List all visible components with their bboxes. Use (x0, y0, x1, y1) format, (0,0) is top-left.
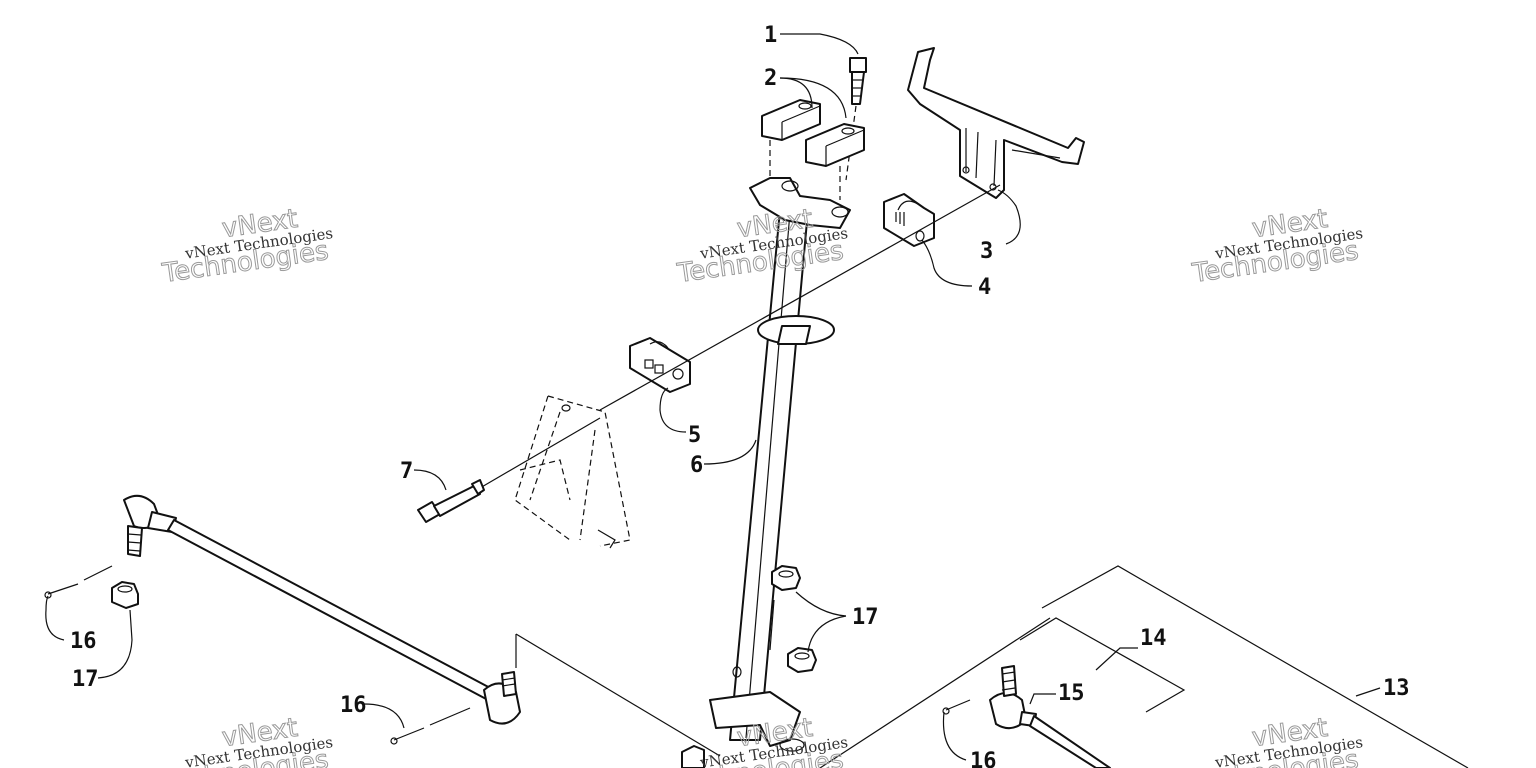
bushing-right (883, 193, 935, 247)
clamp-block-right (805, 123, 865, 200)
callout-4: 4 (978, 275, 991, 300)
castle-nut-left (111, 581, 139, 609)
callout-6: 6 (690, 453, 703, 478)
watermark-top-left: vNext vNext Technologies Technologies (159, 203, 334, 289)
watermark-top-right: vNext vNext Technologies Technologies (1189, 203, 1364, 289)
castle-nut-upper (771, 565, 801, 591)
pivot-axis-line (599, 184, 1001, 411)
pitman-nut (681, 745, 705, 768)
callout-7: 7 (400, 459, 413, 484)
callout-labels: 1 2 3 4 5 6 7 13 14 15 16 16 16 17 17 (70, 23, 1410, 768)
callout-17-center: 17 (852, 605, 879, 630)
watermark-bottom-left: vNext vNext Technologies Technologies (159, 712, 334, 768)
frame-support-bracket (514, 395, 631, 549)
cotter-pin-left (44, 565, 113, 599)
steering-post (729, 209, 835, 741)
pivot-axis-line-lower (479, 417, 601, 489)
cotter-pin-middle (390, 707, 471, 745)
callout-2: 2 (764, 66, 777, 91)
callout-14: 14 (1140, 626, 1167, 651)
cotter-pin-right (942, 699, 971, 715)
callout-3: 3 (980, 239, 993, 264)
post-clamp-base (749, 177, 851, 229)
mounting-bracket (907, 47, 1085, 199)
tie-rod-left (123, 494, 495, 701)
callout-17-left: 17 (72, 667, 99, 692)
callout-15: 15 (1058, 681, 1085, 706)
assembly-outline (515, 565, 1469, 768)
callout-13: 13 (1383, 676, 1410, 701)
pivot-bolt (417, 479, 485, 523)
callout-5: 5 (688, 423, 701, 448)
callout-16-middle: 16 (340, 693, 367, 718)
castle-nut-lower (787, 647, 817, 673)
tie-rod-end-lower (483, 671, 521, 725)
tie-rod-right (989, 665, 1111, 768)
bolt (845, 57, 867, 181)
callout-16-right: 16 (970, 749, 997, 768)
leader-lines (45, 33, 1381, 761)
lower-post-bracket (709, 666, 805, 752)
callout-16-left: 16 (70, 629, 97, 654)
callout-1: 1 (764, 23, 777, 48)
watermark-bottom-right: vNext vNext Technologies Technologies (1189, 712, 1364, 768)
clamp-block-left (761, 99, 821, 180)
bushing-left (629, 337, 691, 393)
